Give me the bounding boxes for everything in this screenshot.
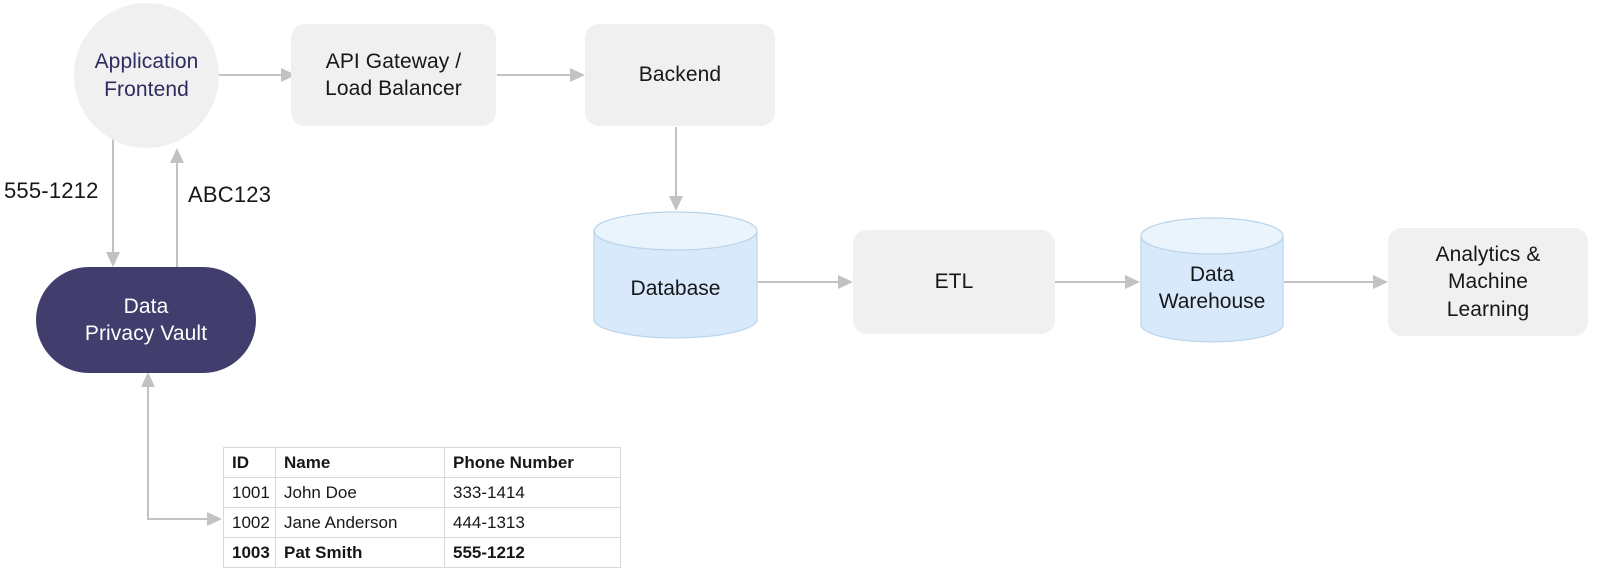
node-backend[interactable]: Backend: [585, 24, 775, 126]
edge-frontend-to-gateway: [219, 68, 296, 82]
edge-label-555-1212: 555-1212: [4, 178, 99, 203]
cell-id: 1001: [223, 477, 276, 508]
edge-label-abc123: ABC123: [188, 182, 272, 207]
cell-phone: 444-1313: [444, 507, 621, 538]
table-row[interactable]: 1001 John Doe 333-1414: [223, 477, 621, 508]
node-etl[interactable]: ETL: [853, 230, 1055, 334]
cell-phone: 555-1212: [444, 537, 621, 568]
node-api-gateway-load-balancer[interactable]: API Gateway / Load Balancer: [291, 24, 496, 126]
cylinder-body: [1140, 235, 1284, 343]
cylinder-top: [1140, 217, 1284, 255]
node-data-warehouse[interactable]: Data Warehouse: [1140, 217, 1284, 345]
edge-table-to-vault: [141, 372, 222, 526]
cylinder-top: [593, 211, 758, 251]
cell-name: John Doe: [275, 477, 445, 508]
edge-vault-to-frontend: [170, 148, 184, 267]
table-row[interactable]: 1003 Pat Smith 555-1212: [223, 537, 621, 568]
table-header-id: ID: [223, 447, 276, 478]
record-table: ID Name Phone Number 1001 John Doe 333-1…: [223, 447, 621, 568]
table-row[interactable]: 1002 Jane Anderson 444-1313: [223, 507, 621, 538]
edge-frontend-to-vault: [106, 130, 120, 267]
cell-phone: 333-1414: [444, 477, 621, 508]
edge-backend-to-database: [669, 127, 683, 211]
edge-gateway-to-backend: [497, 68, 585, 82]
edge-etl-to-warehouse: [1055, 275, 1140, 289]
cell-id: 1002: [223, 507, 276, 538]
table-header-row: ID Name Phone Number: [223, 447, 621, 478]
node-data-privacy-vault[interactable]: Data Privacy Vault: [36, 267, 256, 373]
cell-name: Jane Anderson: [275, 507, 445, 538]
node-analytics-machine-learning[interactable]: Analytics & Machine Learning: [1388, 228, 1588, 336]
edge-warehouse-to-analytics: [1284, 275, 1388, 289]
edge-database-to-etl: [758, 275, 853, 289]
table-header-name: Name: [275, 447, 445, 478]
node-database[interactable]: Database: [593, 211, 758, 341]
cell-id: 1003: [223, 537, 276, 568]
cylinder-body: [593, 230, 758, 339]
table-header-phone: Phone Number: [444, 447, 621, 478]
node-application-frontend[interactable]: Application Frontend: [74, 3, 219, 148]
cell-name: Pat Smith: [275, 537, 445, 568]
